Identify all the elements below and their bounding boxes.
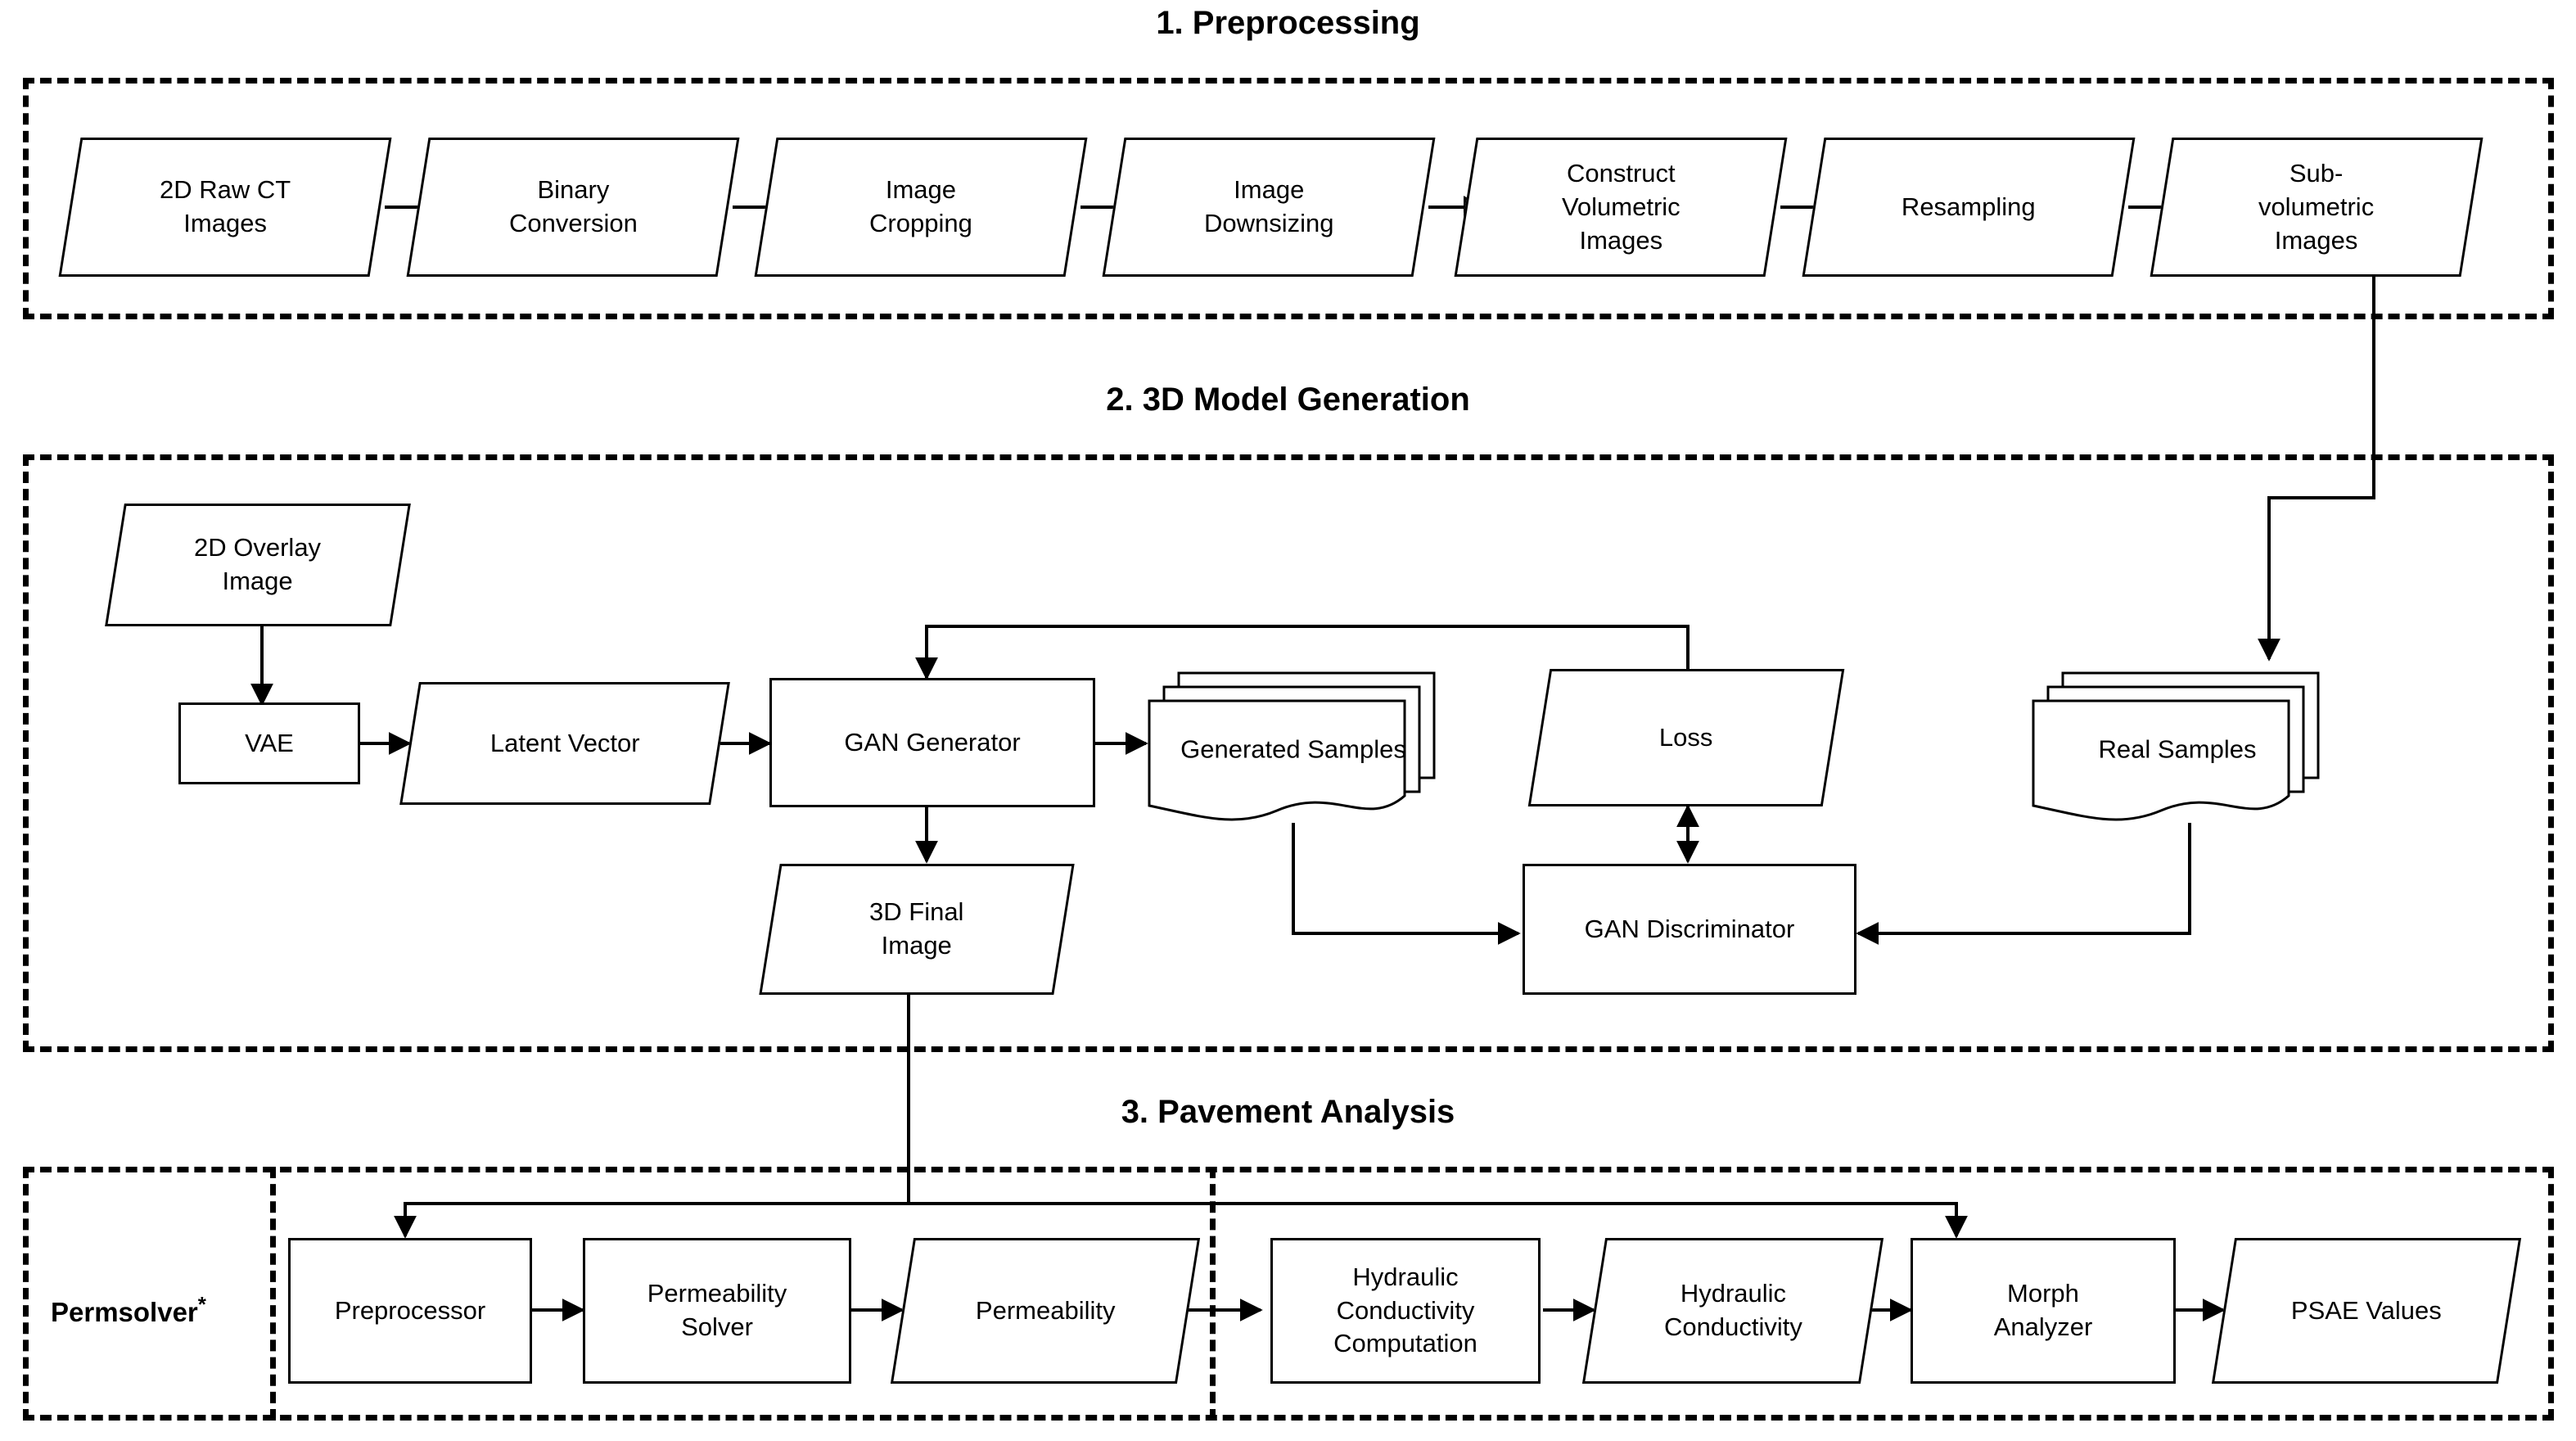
node-image-downsizing[interactable]: Image Downsizing: [1102, 138, 1436, 277]
node-permeability-solver[interactable]: Permeability Solver: [583, 1238, 851, 1384]
node-subvolumetric-images-label: Sub- volumetric Images: [2258, 158, 2375, 255]
node-3d-final-image[interactable]: 3D Final Image: [759, 864, 1075, 995]
section-title-model-generation: 2. 3D Model Generation: [1106, 382, 1470, 418]
node-preprocessor[interactable]: Preprocessor: [288, 1238, 532, 1384]
node-loss-label: Loss: [1659, 722, 1713, 752]
section-box-model-generation: [23, 454, 2554, 1052]
node-image-cropping-label: Image Cropping: [869, 175, 972, 237]
section-title-pavement-analysis: 3. Pavement Analysis: [1121, 1094, 1455, 1130]
node-vae[interactable]: VAE: [178, 702, 360, 784]
node-gan-discriminator[interactable]: GAN Discriminator: [1523, 864, 1856, 995]
node-2d-overlay-image[interactable]: 2D Overlay Image: [105, 504, 411, 626]
node-latent-vector[interactable]: Latent Vector: [399, 682, 730, 805]
node-hydraulic-conductivity-computation[interactable]: Hydraulic Conductivity Computation: [1270, 1238, 1541, 1384]
permsolver-label-text: Permsolver: [51, 1297, 198, 1327]
node-binary-conversion[interactable]: Binary Conversion: [406, 138, 740, 277]
node-hydraulic-conductivity-computation-label: Hydraulic Conductivity Computation: [1333, 1262, 1477, 1358]
node-permeability-label: Permeability: [975, 1295, 1116, 1325]
node-2d-overlay-image-label: 2D Overlay Image: [194, 533, 322, 595]
node-vae-label: VAE: [245, 728, 294, 757]
node-3d-final-image-label: 3D Final Image: [869, 897, 964, 960]
node-raw-ct[interactable]: 2D Raw CT Images: [58, 138, 392, 277]
node-gan-discriminator-label: GAN Discriminator: [1584, 914, 1795, 943]
node-gan-generator[interactable]: GAN Generator: [769, 678, 1095, 807]
node-generated-samples-label: Generated Samples: [1180, 734, 1406, 764]
node-hydraulic-conductivity[interactable]: Hydraulic Conductivity: [1581, 1238, 1884, 1384]
node-gan-generator-label: GAN Generator: [844, 727, 1021, 757]
permsolver-label: Permsolver*: [51, 1292, 206, 1328]
node-permeability-solver-label: Permeability Solver: [647, 1279, 787, 1341]
permsolver-group-box: [270, 1167, 1216, 1421]
node-binary-conversion-label: Binary Conversion: [508, 175, 638, 237]
node-raw-ct-label: 2D Raw CT Images: [159, 175, 291, 237]
section-title-preprocessing: 1. Preprocessing: [1156, 5, 1420, 41]
node-permeability[interactable]: Permeability: [890, 1238, 1201, 1384]
node-resampling-label: Resampling: [1902, 192, 2036, 221]
node-preprocessor-label: Preprocessor: [334, 1295, 486, 1325]
section-box-pavement-analysis: [23, 1167, 2554, 1421]
node-morph-analyzer-label: Morph Analyzer: [1993, 1279, 2093, 1341]
node-psae-values[interactable]: PSAE Values: [2211, 1238, 2522, 1384]
node-resampling[interactable]: Resampling: [1802, 138, 2136, 277]
node-hydraulic-conductivity-label: Hydraulic Conductivity: [1663, 1279, 1802, 1341]
node-image-downsizing-label: Image Downsizing: [1203, 175, 1334, 237]
node-construct-volumetric[interactable]: Construct Volumetric Images: [1454, 138, 1788, 277]
node-generated-samples[interactable]: Generated Samples: [1146, 665, 1441, 829]
node-construct-volumetric-label: Construct Volumetric Images: [1561, 158, 1680, 255]
section-box-preprocessing: [23, 78, 2554, 319]
node-real-samples[interactable]: Real Samples: [2030, 665, 2325, 829]
node-image-cropping[interactable]: Image Cropping: [754, 138, 1088, 277]
node-loss[interactable]: Loss: [1527, 669, 1845, 806]
node-morph-analyzer[interactable]: Morph Analyzer: [1911, 1238, 2176, 1384]
generated-samples-stack-icon: [1148, 671, 1436, 821]
real-samples-stack-icon: [2032, 671, 2320, 821]
permsolver-asterisk: *: [197, 1292, 206, 1317]
node-psae-values-label: PSAE Values: [2291, 1295, 2442, 1325]
node-real-samples-label: Real Samples: [2098, 734, 2257, 764]
node-subvolumetric-images[interactable]: Sub- volumetric Images: [2150, 138, 2484, 277]
node-latent-vector-label: Latent Vector: [489, 728, 640, 757]
